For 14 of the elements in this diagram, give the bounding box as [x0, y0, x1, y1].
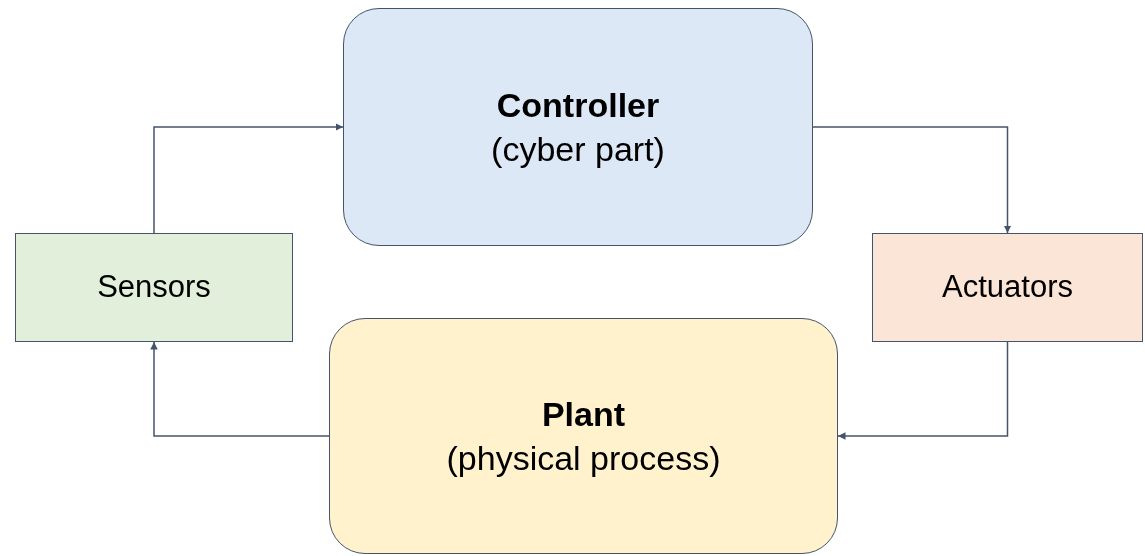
process-box [872, 233, 1143, 342]
arrow [837, 341, 1009, 440]
rounded-box [343, 8, 813, 246]
box-title: Plant [541, 393, 626, 435]
process-box [15, 233, 293, 342]
box-label: Actuators [942, 268, 1073, 307]
rounded-box [329, 318, 838, 554]
box-label: (cyber part) [491, 129, 665, 170]
arrow [812, 126, 1012, 234]
box-title: Controller [496, 84, 660, 126]
arrow [153, 123, 344, 234]
arrow [150, 341, 330, 437]
box-label: (physical process) [446, 438, 721, 479]
box-label: Sensors [97, 268, 211, 307]
